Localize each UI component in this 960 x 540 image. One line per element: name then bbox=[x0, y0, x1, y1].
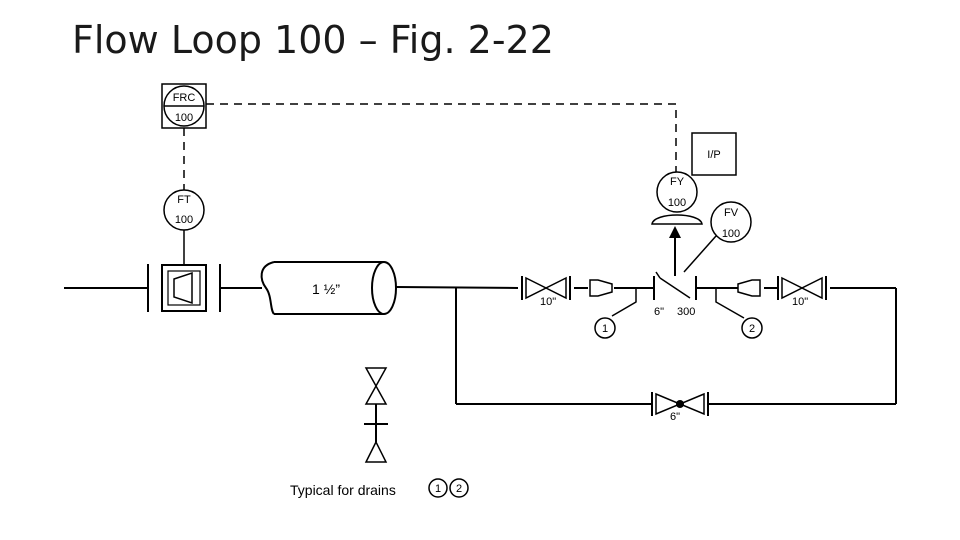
fy-tag: FY bbox=[670, 176, 685, 188]
control-valve bbox=[653, 226, 697, 300]
actuator-diaphragm bbox=[651, 214, 703, 225]
inlet-valve-size: 10" bbox=[540, 296, 556, 308]
fv-instrument bbox=[710, 201, 752, 243]
legend-ref-1-bubble bbox=[428, 478, 448, 498]
inlet-block-valve bbox=[521, 276, 571, 300]
fv-tag: FV bbox=[724, 207, 739, 219]
spool-size-label: 1 ½” bbox=[312, 281, 340, 297]
legend-ref-1: 1 bbox=[435, 483, 441, 495]
drain-detail-symbol bbox=[364, 367, 388, 463]
page-title: Flow Loop 100 – Fig. 2-22 bbox=[72, 18, 554, 62]
control-valve-size: 6" bbox=[654, 306, 664, 318]
legend-ref-2-bubble bbox=[449, 478, 469, 498]
control-valve-rating: 300 bbox=[677, 306, 695, 318]
signal-line-frc-to-fy bbox=[206, 103, 677, 172]
drain-2-bubble bbox=[741, 317, 763, 339]
frc-tag: FRC bbox=[173, 92, 196, 104]
reducer-right bbox=[737, 279, 761, 297]
pipe-to-control-station bbox=[395, 286, 519, 289]
frc-loop: 100 bbox=[175, 112, 193, 124]
ip-transducer bbox=[691, 132, 737, 176]
ft-tag: FT bbox=[177, 194, 191, 206]
drain-2-leader bbox=[715, 288, 745, 319]
fy-loop: 100 bbox=[668, 197, 686, 209]
outlet-valve-size: 10" bbox=[792, 296, 808, 308]
drain-1-bubble bbox=[594, 317, 616, 339]
bypass-valve-size: 6" bbox=[670, 411, 680, 423]
fv-loop: 100 bbox=[722, 228, 740, 240]
drain-1-label: 1 bbox=[602, 323, 608, 335]
ft-instrument bbox=[163, 189, 205, 231]
reducer-left bbox=[589, 279, 613, 297]
outlet-block-valve bbox=[777, 276, 827, 300]
flow-element bbox=[161, 264, 207, 312]
legend-ref-2: 2 bbox=[456, 483, 462, 495]
frc-instrument bbox=[161, 83, 207, 129]
ft-loop: 100 bbox=[175, 214, 193, 226]
legend-text: Typical for drains bbox=[290, 482, 396, 498]
fv-leader bbox=[683, 235, 717, 273]
bypass-valve bbox=[651, 392, 709, 416]
fy-instrument bbox=[656, 171, 698, 213]
ip-tag: I/P bbox=[707, 149, 720, 161]
drain-1-leader bbox=[611, 288, 637, 317]
drain-2-label: 2 bbox=[749, 323, 755, 335]
